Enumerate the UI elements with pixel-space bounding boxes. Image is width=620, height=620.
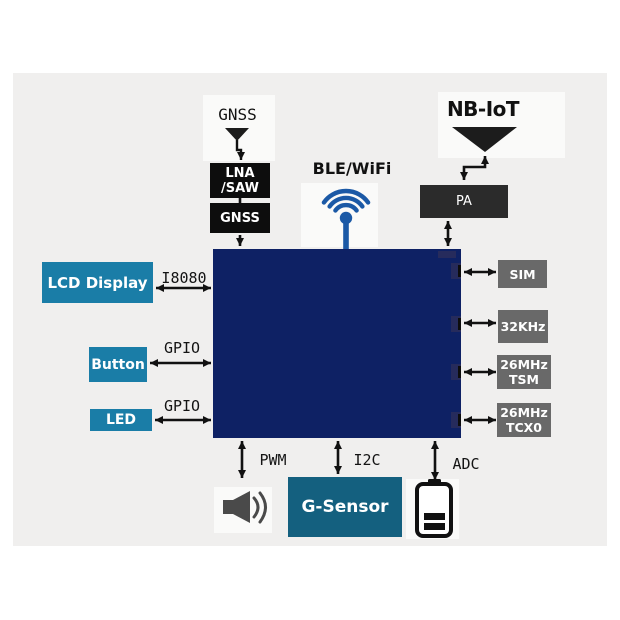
sim-block: SIM — [498, 260, 547, 288]
gnss-rx-label: GNSS — [220, 210, 260, 226]
lcd-display-block: LCD Display — [42, 262, 153, 303]
adc-interface-label: ADC — [452, 455, 480, 473]
nbiot-antenna-patch — [438, 92, 565, 158]
main-chip-block — [213, 249, 461, 438]
lna-saw-block: LNA /SAW — [210, 163, 270, 198]
wifi-icon — [321, 188, 371, 249]
button-label: Button — [91, 356, 145, 373]
gpio-led-interface-label: GPIO — [163, 397, 201, 415]
26mhz-tsm-block: 26MHz TSM — [497, 355, 551, 389]
gnss-antenna-label: GNSS — [218, 105, 257, 124]
nbiot-antenna-icon — [452, 127, 517, 180]
gnss-antenna-icon — [225, 128, 249, 160]
nbiot-antenna-label: NB-IoT — [446, 97, 520, 121]
chip-pads — [438, 251, 461, 428]
g-sensor-block: G-Sensor — [288, 477, 402, 537]
gnss-rx-block: GNSS — [210, 203, 270, 233]
lna-saw-label-line2: /SAW — [221, 180, 259, 196]
26mhz-tsm-label-line2: TSM — [509, 372, 539, 387]
i8080-interface-label: I8080 — [161, 269, 207, 287]
blewifi-label: BLE/WiFi — [312, 159, 392, 178]
i2c-interface-label: I2C — [353, 451, 381, 469]
32khz-block: 32KHz — [498, 310, 548, 343]
g-sensor-label: G-Sensor — [301, 497, 389, 517]
26mhz-tcx0-label-line2: TCX0 — [505, 420, 543, 435]
32khz-label: 32KHz — [500, 319, 546, 334]
26mhz-tsm-label-line1: 26MHz — [500, 357, 548, 372]
pa-label: PA — [456, 194, 472, 209]
26mhz-tcx0-block: 26MHz TCX0 — [497, 403, 551, 437]
button-block: Button — [89, 347, 147, 382]
lna-saw-label-line1: LNA — [225, 165, 255, 181]
speaker-icon — [223, 491, 267, 524]
sim-label: SIM — [509, 266, 536, 282]
battery-icon — [415, 479, 453, 538]
led-label: LED — [105, 412, 137, 428]
led-block: LED — [90, 409, 152, 431]
lcd-display-label: LCD Display — [47, 273, 148, 292]
gpio-button-interface-label: GPIO — [163, 339, 201, 357]
pa-block: PA — [420, 185, 508, 218]
pwm-interface-label: PWM — [259, 451, 287, 469]
26mhz-tcx0-label-line1: 26MHz — [500, 405, 548, 420]
